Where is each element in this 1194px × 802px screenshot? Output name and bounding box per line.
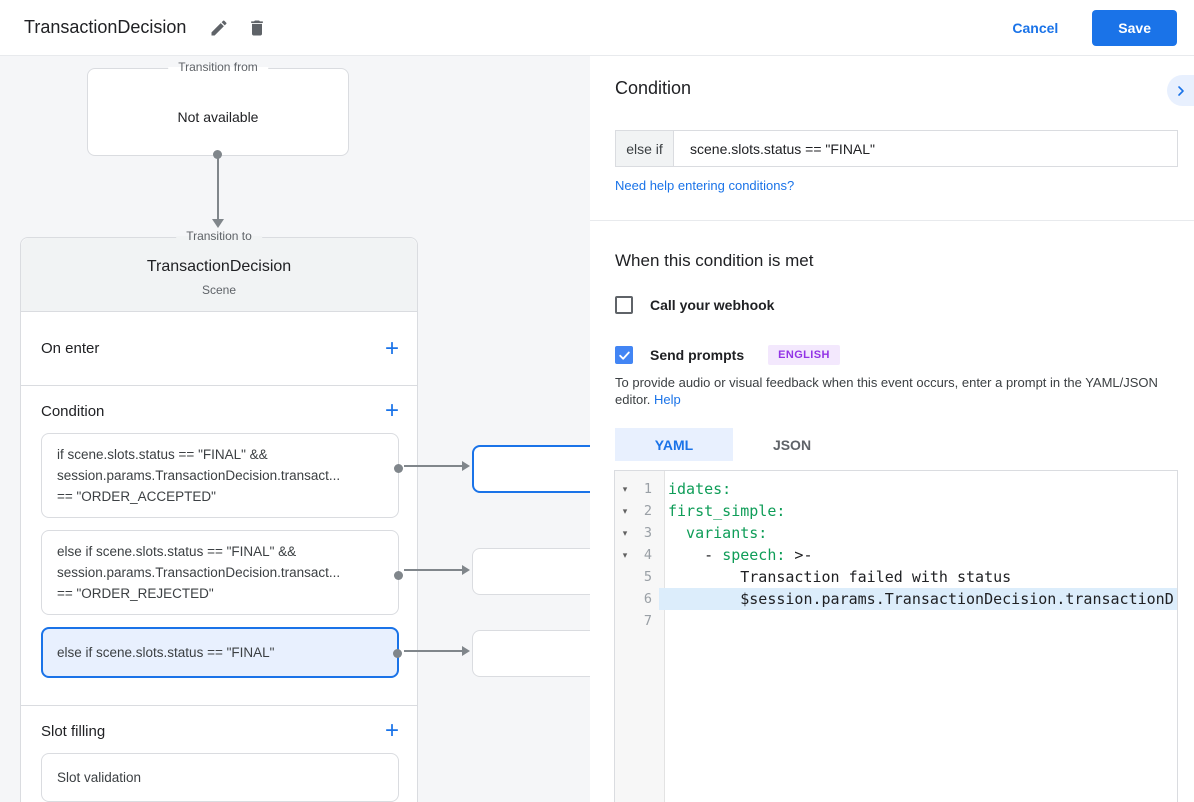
condition-expression-input[interactable]: scene.slots.status == "FINAL" (690, 140, 876, 157)
on-enter-section: On enter + (21, 312, 417, 386)
condition-item-2[interactable]: else if scene.slots.status == "FINAL" &&… (41, 530, 403, 615)
editor-tabs: YAML JSON (615, 428, 851, 461)
transition-to-legend: Transition to (176, 229, 262, 243)
transition-from-legend: Transition from (168, 60, 268, 74)
call-webhook-checkbox[interactable] (615, 296, 633, 314)
collapse-panel-button[interactable] (1167, 75, 1194, 106)
condition-section: Condition + if scene.slots.status == "FI… (21, 386, 417, 706)
delete-button[interactable] (245, 16, 269, 40)
yaml-code-editor[interactable]: ▾ 1 idates: ▾ 2 first_simple: ▾ 3 varian… (614, 470, 1178, 802)
code-line: ▾ 1 idates: (615, 478, 1177, 500)
fold-arrow-icon[interactable]: ▾ (622, 506, 628, 516)
connector-line (217, 155, 219, 219)
code-line-highlighted: 6 $session.params.TransactionDecision.tr… (615, 588, 1177, 610)
transition-target-node-1[interactable] (472, 445, 590, 493)
slot-validation-item[interactable]: Slot validation (41, 753, 399, 802)
on-enter-label: On enter (41, 340, 100, 357)
call-webhook-label: Call your webhook (650, 297, 775, 313)
save-button[interactable]: Save (1092, 9, 1177, 46)
condition-section-label: Condition (41, 402, 105, 420)
transition-to-card: Transition to TransactionDecision Scene … (20, 229, 418, 802)
add-slot-button[interactable]: + (384, 717, 399, 744)
transition-target-node-2[interactable] (472, 548, 590, 595)
pencil-icon (209, 18, 229, 38)
connector-dot (393, 648, 402, 658)
scene-name: TransactionDecision (146, 258, 292, 275)
tab-json[interactable]: JSON (772, 436, 812, 453)
checkmark-icon (618, 349, 631, 362)
add-on-enter-button[interactable]: + (384, 334, 399, 362)
transition-target-node-3[interactable] (472, 630, 590, 677)
arrow-down-icon (212, 219, 224, 228)
condition-item-1[interactable]: if scene.slots.status == "FINAL" && sess… (41, 433, 403, 518)
connector-dot (213, 150, 222, 159)
transition-from-content: Not available (177, 109, 259, 125)
add-condition-button[interactable]: + (384, 397, 399, 424)
fold-arrow-icon[interactable]: ▾ (622, 528, 628, 538)
topbar-actions: Cancel Save (1012, 9, 1177, 46)
top-bar: TransactionDecision Cancel Save (0, 0, 1194, 56)
trash-icon (247, 18, 267, 38)
transition-from-node[interactable]: Transition from Not available (87, 60, 349, 156)
language-badge: ENGLISH (768, 345, 840, 365)
send-prompts-label: Send prompts (650, 347, 745, 363)
fold-arrow-icon[interactable]: ▾ (622, 484, 628, 494)
arrow-right-icon (462, 565, 470, 575)
code-line: 5 Transaction failed with status (643, 568, 1012, 586)
arrow-right-icon (462, 646, 470, 656)
when-condition-met-title: When this condition is met (615, 251, 814, 270)
conditions-help-link[interactable]: Need help entering conditions? (615, 178, 795, 193)
slot-filling-section: Slot filling + Slot validation (21, 706, 417, 802)
panel-title: Condition (615, 78, 692, 98)
scene-flow-canvas: Transition from Not available Transition… (0, 56, 590, 802)
slot-filling-label: Slot filling (41, 722, 106, 740)
editor-gutter (615, 471, 665, 802)
page-title: TransactionDecision (24, 17, 187, 37)
connector-line (404, 465, 463, 467)
scene-card-header: TransactionDecision Scene (21, 238, 417, 312)
connector-line (404, 569, 463, 571)
prompt-helper-text: To provide audio or visual feedback when… (615, 375, 1158, 407)
arrow-right-icon (462, 461, 470, 471)
condition-expression-group: else if scene.slots.status == "FINAL" (615, 130, 1178, 167)
edit-button[interactable] (207, 16, 231, 40)
help-link[interactable]: Help (654, 392, 681, 407)
condition-editor-panel: Condition else if scene.slots.status == … (590, 56, 1194, 802)
code-line: ▾ 3 variants: (615, 522, 1177, 544)
send-prompts-checkbox[interactable] (615, 346, 633, 364)
chevron-right-icon (1175, 85, 1187, 97)
connector-line (404, 650, 463, 652)
cancel-button[interactable]: Cancel (1012, 19, 1059, 36)
divider (590, 220, 1194, 221)
connector-dot (394, 571, 403, 580)
condition-item-3-selected[interactable]: else if scene.slots.status == "FINAL" (41, 627, 402, 678)
connector-dot (394, 464, 403, 473)
tab-yaml[interactable]: YAML (615, 428, 733, 461)
condition-prefix-label: else if (616, 131, 674, 166)
code-line: 7 (643, 613, 652, 629)
code-line: ▾ 4 - speech: >- (615, 544, 1177, 566)
scene-type-label: Scene (201, 283, 237, 297)
code-line: ▾ 2 first_simple: (615, 500, 1177, 522)
fold-arrow-icon[interactable]: ▾ (622, 550, 628, 560)
